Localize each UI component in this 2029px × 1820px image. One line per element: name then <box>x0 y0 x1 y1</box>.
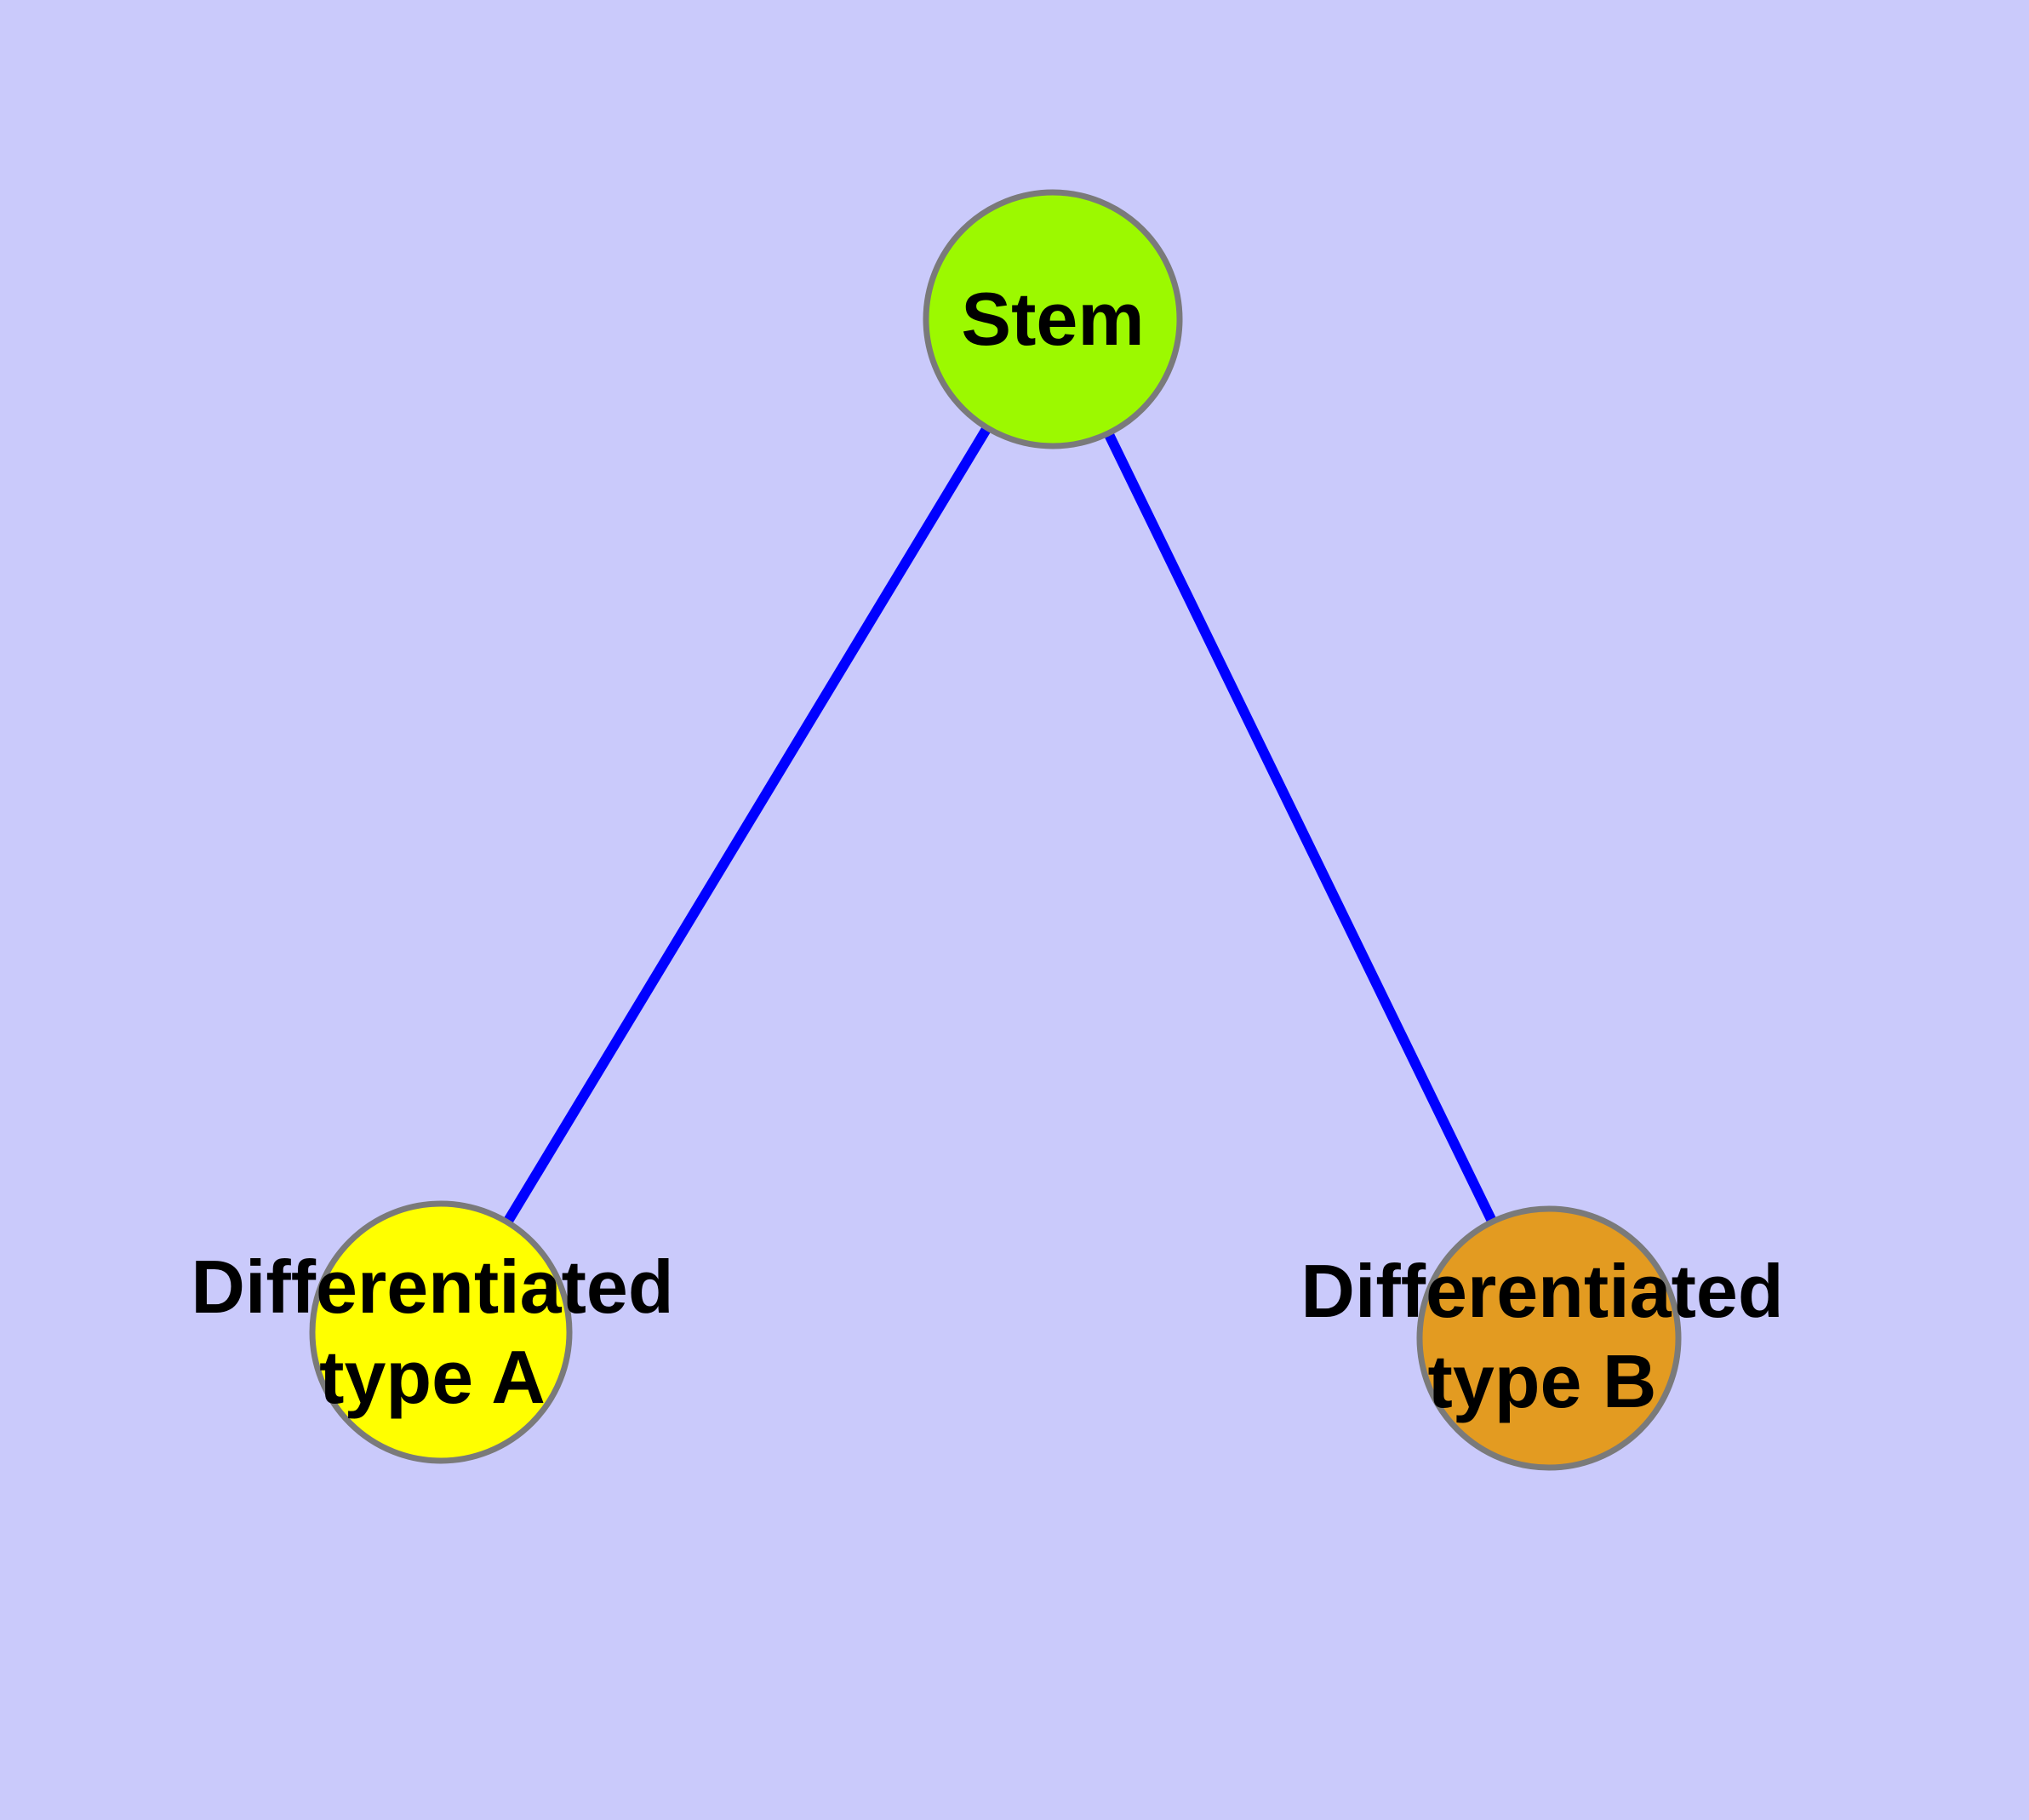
edge-stem-to-type-a <box>436 316 1058 1336</box>
node-type-a-circle[interactable] <box>309 1200 573 1464</box>
node-stem-circle[interactable] <box>923 189 1183 449</box>
node-type-b-circle[interactable] <box>1416 1205 1682 1471</box>
edge-stem-to-type-b <box>1048 317 1554 1341</box>
